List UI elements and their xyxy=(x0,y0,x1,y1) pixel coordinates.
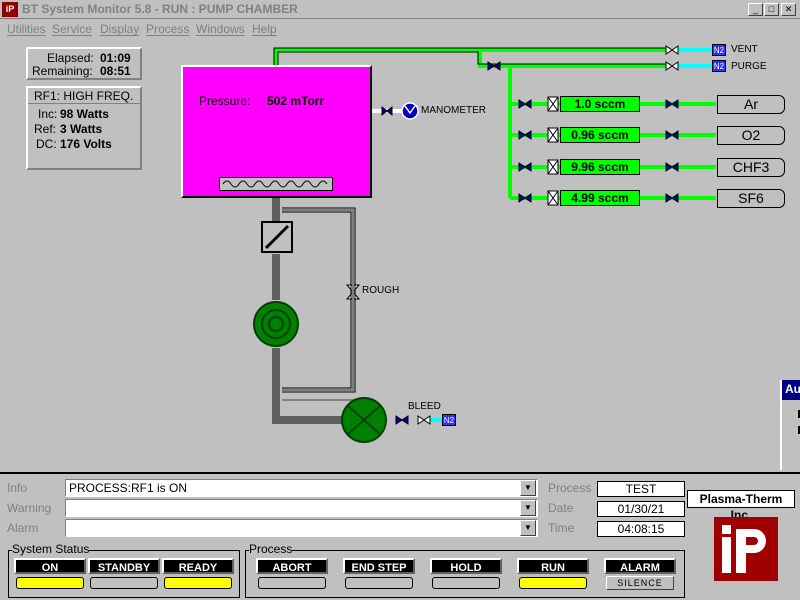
chf3-flow-readout: 9.96 sccm xyxy=(560,159,640,175)
turbo-pump xyxy=(253,301,299,347)
bleed-n2-source: N2 xyxy=(442,414,456,426)
ready-lamp xyxy=(164,577,232,589)
menu-windows[interactable]: Windows xyxy=(196,22,245,36)
sf6-flow-readout: 4.99 sccm xyxy=(560,190,640,206)
process-value: TEST xyxy=(597,481,685,497)
rough-pump xyxy=(341,397,387,443)
elapsed-label: Elapsed: xyxy=(47,51,94,65)
silence-button[interactable]: SILENCE xyxy=(606,576,674,590)
purge-n2-source: N2 xyxy=(712,60,726,72)
manometer-label: MANOMETER xyxy=(421,105,486,116)
valves xyxy=(381,61,679,425)
menu-process[interactable]: Process xyxy=(146,22,190,36)
minimize-button[interactable]: _ xyxy=(748,3,763,16)
process-label: Process xyxy=(548,481,592,495)
vent-n2-source: N2 xyxy=(712,44,726,56)
chf3-gas-source[interactable]: CHF3 xyxy=(717,158,785,177)
ready-button[interactable]: READY xyxy=(162,558,234,574)
rf-box: RF1: HIGH FREQ. Inc: 98 Watts Ref: 3 Wat… xyxy=(26,86,142,170)
electrode-heater-icon xyxy=(219,177,333,191)
alarm-field[interactable] xyxy=(65,519,538,537)
time-label: Time xyxy=(548,521,575,535)
info-field[interactable]: PROCESS:RF1 is ON xyxy=(65,479,538,497)
pressure-value: 502 mTorr xyxy=(267,94,325,108)
pressure-label: Pressure: xyxy=(199,94,251,108)
title-bar: iP BT System Monitor 5.8 - RUN : PUMP CH… xyxy=(0,0,800,19)
window-title: BT System Monitor 5.8 - RUN : PUMP CHAMB… xyxy=(22,2,298,16)
system-status-group xyxy=(8,550,240,598)
side-window-title: Au xyxy=(782,380,800,400)
sf6-gas-source[interactable]: SF6 xyxy=(717,189,785,208)
alarm-dropdown-button[interactable]: ▼ xyxy=(520,520,536,536)
remaining-label: Remaining: xyxy=(32,64,93,78)
hold-lamp xyxy=(432,577,500,589)
ar-gas-source[interactable]: Ar xyxy=(717,95,785,114)
end-step-lamp xyxy=(345,577,413,589)
bleed-label: BLEED xyxy=(408,401,441,412)
purge-label: PURGE xyxy=(731,61,767,72)
ar-flow-readout: 1.0 sccm xyxy=(560,96,640,112)
rf-title: RF1: HIGH FREQ. xyxy=(34,89,134,103)
hold-button[interactable]: HOLD xyxy=(430,558,502,574)
remaining-value: 08:51 xyxy=(100,64,131,78)
on-button[interactable]: ON xyxy=(14,558,86,574)
alarm-label: Alarm xyxy=(7,521,39,535)
app-icon[interactable]: iP xyxy=(2,2,18,17)
standby-lamp xyxy=(90,577,158,589)
on-lamp xyxy=(16,577,84,589)
process-control-group xyxy=(245,550,685,598)
time-value: 04:08:15 xyxy=(597,521,685,537)
vent-label: VENT xyxy=(731,44,758,55)
run-lamp xyxy=(519,577,587,589)
end-step-button[interactable]: END STEP xyxy=(343,558,415,574)
process-chamber[interactable]: Pressure: 502 mTorr xyxy=(181,65,372,198)
info-dropdown-button[interactable]: ▼ xyxy=(520,480,536,496)
warning-field[interactable] xyxy=(65,499,538,517)
o2-flow-readout: 0.96 sccm xyxy=(560,127,640,143)
rough-label: ROUGH xyxy=(362,285,400,296)
elapsed-value: 01:09 xyxy=(100,51,131,65)
alarm-button[interactable]: ALARM xyxy=(604,558,676,574)
info-label: Info xyxy=(7,481,28,495)
maximize-button[interactable]: □ xyxy=(764,3,779,16)
menu-help[interactable]: Help xyxy=(252,22,277,36)
standby-button[interactable]: STANDBY xyxy=(88,558,160,574)
warning-label: Warning xyxy=(7,501,52,515)
process-control-title: Process xyxy=(249,542,293,556)
warning-dropdown-button[interactable]: ▼ xyxy=(520,500,536,516)
vacuum-pipes xyxy=(272,198,342,424)
timers-box: Elapsed: 01:09 Remaining: 08:51 xyxy=(26,47,142,80)
abort-lamp xyxy=(258,577,326,589)
menu-display[interactable]: Display xyxy=(100,22,140,36)
plasma-therm-logo-icon xyxy=(714,517,778,581)
menu-service[interactable]: Service xyxy=(52,22,93,36)
rf-dc-value: 176 Volts xyxy=(60,137,112,151)
menu-utilities[interactable]: Utilities xyxy=(7,22,46,36)
status-panel: Info PROCESS:RF1 is ON ▼ Warning ▼ Alarm… xyxy=(0,472,800,600)
rf-ref-label: Ref: xyxy=(34,122,57,136)
rf-dc-label: DC: xyxy=(36,137,57,151)
rf-ref-value: 3 Watts xyxy=(60,122,103,136)
side-window-tab[interactable]: Au xyxy=(780,380,800,470)
menu-bar: Utilities Service Display Process Window… xyxy=(0,20,800,38)
system-status-title: System Status xyxy=(12,542,90,556)
run-button[interactable]: RUN xyxy=(517,558,589,574)
company-name: Plasma-Therm Inc. xyxy=(687,490,795,522)
abort-button[interactable]: ABORT xyxy=(256,558,328,574)
rf-inc-value: 98 Watts xyxy=(60,107,109,121)
date-label: Date xyxy=(548,501,574,515)
o2-gas-source[interactable]: O2 xyxy=(717,126,785,145)
close-button[interactable]: ✕ xyxy=(781,3,796,16)
rf-inc-label: Inc: xyxy=(38,107,58,121)
date-value: 01/30/21 xyxy=(597,501,685,517)
